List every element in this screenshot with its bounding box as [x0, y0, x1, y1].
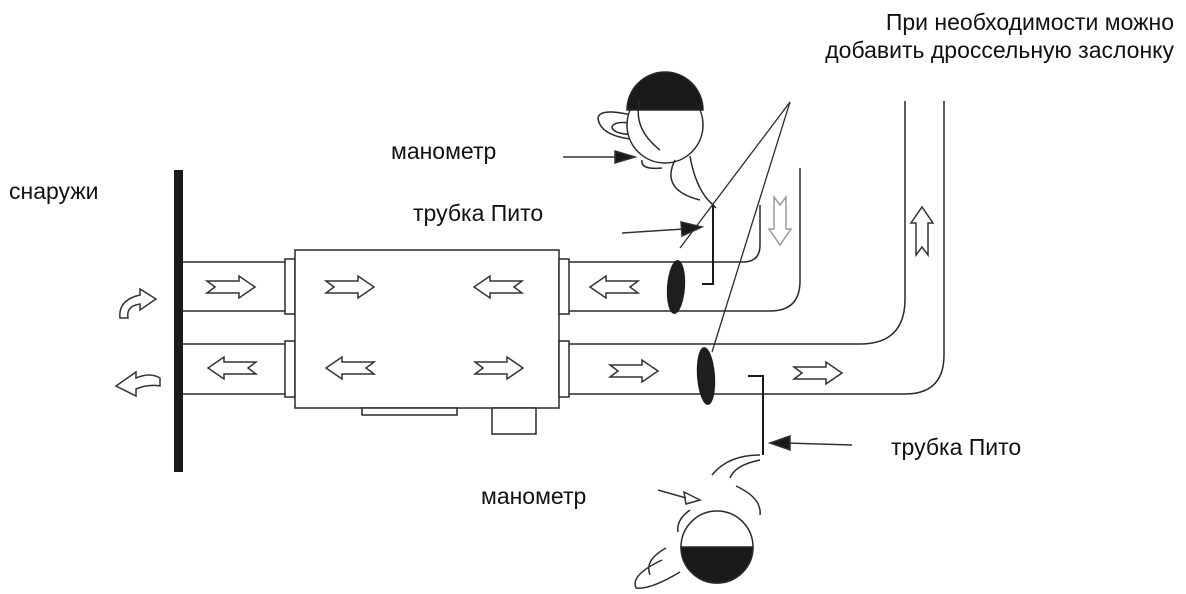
flow-arrow-icon [207, 356, 257, 380]
throttle-damper-icon [666, 260, 716, 405]
pitot-tube-bottom [748, 375, 764, 455]
upper-wall-duct [183, 258, 296, 315]
note-leader-lines [679, 101, 791, 353]
flow-arrow-icon [609, 359, 659, 383]
manometer-top-label: манометр [391, 138, 497, 164]
label-pointers [563, 149, 853, 505]
manometer-bottom-icon [634, 454, 761, 589]
flow-arrow-icon [910, 206, 934, 256]
damper-note-line1: При необходимости можно [885, 9, 1174, 35]
pitot-tube-top [702, 205, 714, 285]
damper-note: При необходимости можно добавить дроссел… [825, 8, 1174, 64]
flow-arrow-icon [589, 275, 639, 299]
flow-arrow-icon [793, 361, 843, 385]
manometer-bottom-label: манометр [481, 483, 587, 509]
gray-flow-arrow-icon [768, 196, 792, 246]
ventilation-unit [294, 249, 560, 435]
outdoor-airflow-icon [114, 287, 161, 398]
manometer-top-icon [597, 71, 717, 209]
outside-wall [174, 170, 183, 472]
damper-note-line2: добавить дроссельную заслонку [825, 37, 1174, 63]
pitot-tube-bottom-label: трубка Пито [891, 434, 1022, 460]
supply-duct [558, 101, 945, 398]
outside-label: снаружи [9, 178, 99, 204]
pitot-tube-top-label: трубка Пито [413, 200, 544, 226]
flow-arrow-icon [206, 275, 256, 299]
